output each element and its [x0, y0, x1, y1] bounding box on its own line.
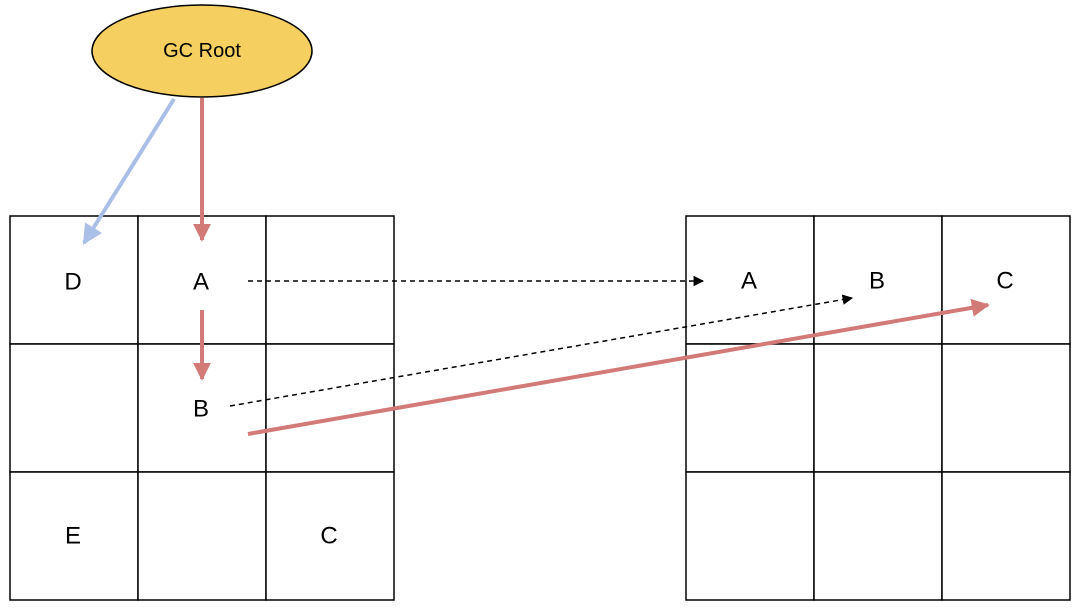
right-grid: A B C: [685, 215, 1071, 601]
left-object-c: C: [320, 523, 337, 550]
left-cell-2-2: [265, 471, 395, 601]
right-cell-1-2: [941, 343, 1071, 473]
right-cell-2-1: [813, 471, 943, 601]
gc-root-label: GC Root: [163, 40, 241, 62]
left-cell-2-0: [9, 471, 139, 601]
copy-b-arrow: [229, 294, 854, 407]
root-to-d-arrow: [82, 97, 176, 245]
right-object-b: B: [869, 268, 885, 295]
gc-root-node: GC Root: [91, 4, 313, 98]
right-object-a: A: [741, 268, 757, 295]
left-object-b: B: [193, 396, 209, 423]
right-cell-2-0: [685, 471, 815, 601]
left-object-a: A: [193, 269, 209, 296]
left-cell-1-0: [9, 343, 139, 473]
right-object-c: C: [996, 268, 1013, 295]
right-cell-2-2: [941, 471, 1071, 601]
left-cell-2-1: [137, 471, 267, 601]
right-cell-1-0: [685, 343, 815, 473]
right-cell-1-1: [813, 343, 943, 473]
left-object-e: E: [65, 523, 81, 550]
gc-root-ellipse: [91, 4, 313, 98]
b-to-c-reference-arrow: [247, 298, 990, 436]
left-cell-1-2: [265, 343, 395, 473]
left-cell-0-0: [9, 215, 139, 345]
left-cell-0-2: [265, 215, 395, 345]
left-object-d: D: [64, 269, 81, 296]
right-cell-0-2: [941, 215, 1071, 345]
left-grid: D A B E C: [9, 215, 395, 601]
